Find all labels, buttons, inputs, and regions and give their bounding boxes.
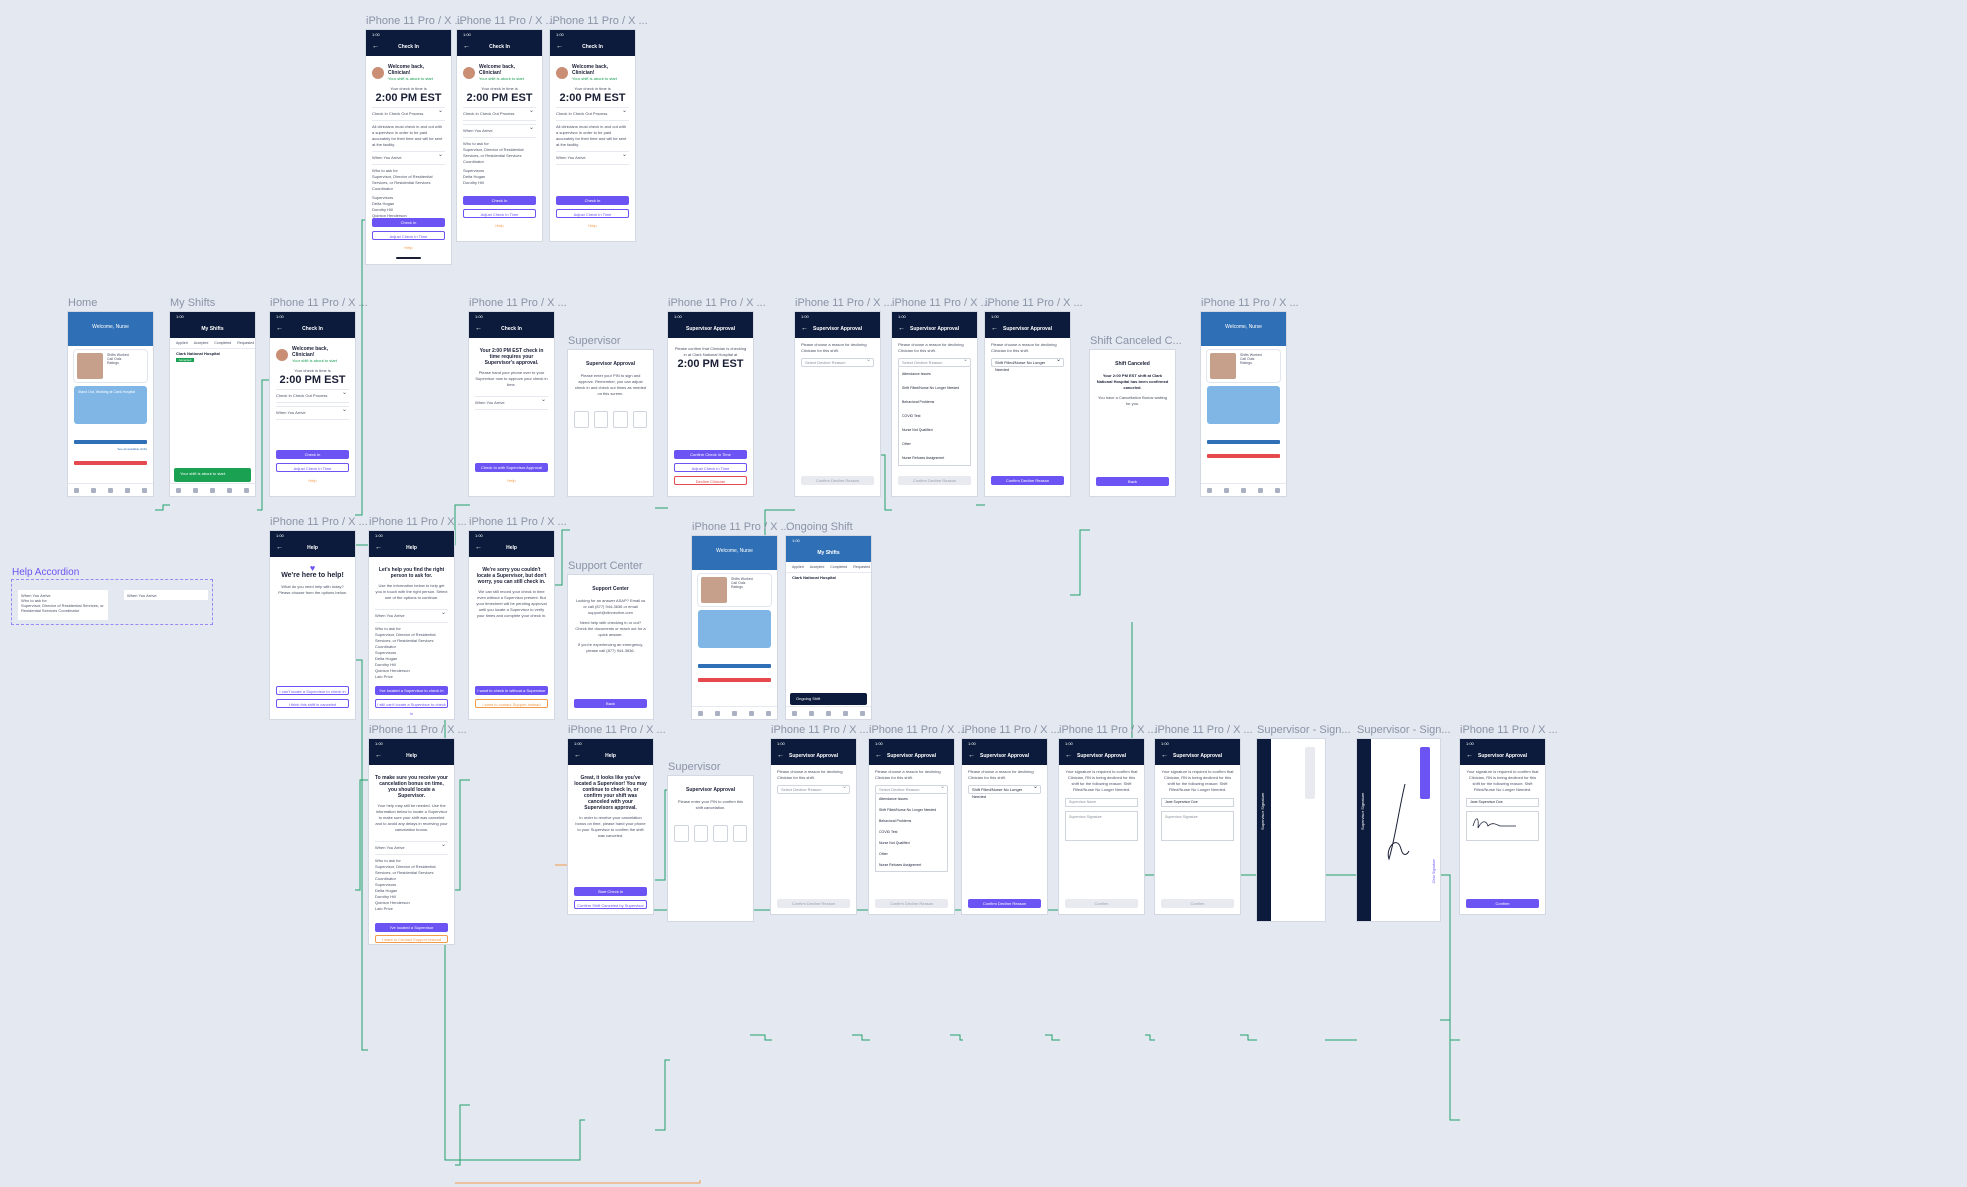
frame-supervisor-pin: Supervisor Supervisor Approval Please en… xyxy=(568,335,653,496)
frame-signature-complete: iPhone 11 Pro / X ... 1:00←Supervisor Ap… xyxy=(1460,724,1558,914)
accordion-process[interactable]: Check In Check Out Process xyxy=(372,107,445,121)
frame-help-2: iPhone 11 Pro / X ... 1:00←Help Let's he… xyxy=(369,516,467,719)
frame-checkin-expanded: iPhone 11 Pro / X ... 1:00←Check In Welc… xyxy=(366,15,464,264)
accordion-expanded[interactable]: When You Arrive Who to ask for Superviso… xyxy=(18,590,108,620)
frame-help-3: iPhone 11 Pro / X ... 1:00←Help We're so… xyxy=(469,516,567,719)
promo-banner[interactable]: Stand Out, Working at Clark Hospital xyxy=(74,386,147,424)
check-in-button[interactable]: Check In xyxy=(372,218,445,227)
decline-button[interactable]: Decline Clinician xyxy=(674,476,747,485)
frame-decline-open-2: iPhone 11 Pro / X ... 1:00←Supervisor Ap… xyxy=(869,724,967,914)
ongoing-shift-toast[interactable]: Ongoing Shift xyxy=(790,693,867,705)
decline-reason-select[interactable]: Select Decline Reason xyxy=(801,357,874,367)
signature-pad[interactable]: Supervisor Signature xyxy=(1065,811,1138,841)
frame-checkin-arrive: iPhone 11 Pro / X ... 1:00←Check In Welc… xyxy=(550,15,648,241)
help-link[interactable]: Help xyxy=(404,245,413,250)
signature-stroke xyxy=(1387,783,1410,861)
checkin-supervisor-button[interactable]: Check In with Supervisor Approval xyxy=(475,463,548,472)
help-accordion-title: Help Accordion xyxy=(12,567,80,578)
adjust-time-button[interactable]: Adjust Check In Time xyxy=(372,231,445,240)
back-button[interactable]: Back xyxy=(1096,477,1169,486)
avatar xyxy=(372,67,384,79)
supervisor-name-input[interactable]: Supervisor Name xyxy=(1065,798,1138,807)
frame-decline-selected: iPhone 11 Pro / X ... 1:00←Supervisor Ap… xyxy=(985,297,1083,496)
confirm-decline-button[interactable]: Confirm Decline Reason xyxy=(991,476,1064,485)
accept-signature-button[interactable] xyxy=(1305,747,1315,799)
shift-start-toast[interactable]: Your shift is about to start. xyxy=(174,468,251,482)
frame-decline-selected-2: iPhone 11 Pro / X ... 1:00←Supervisor Ap… xyxy=(962,724,1060,914)
frame-signature-landscape-empty: Supervisor - Sign... Supervisor Signatur… xyxy=(1257,724,1351,921)
heart-icon: ♥ xyxy=(309,563,316,573)
frame-help-5: iPhone 11 Pro / X ... 1:00←Help Great, i… xyxy=(568,724,666,914)
accordion-collapsed[interactable]: When You Arrive xyxy=(124,590,208,600)
confirm-signature-button[interactable]: Confirm xyxy=(1466,899,1539,908)
frame-signature-named: iPhone 11 Pro / X ... 1:00←Supervisor Ap… xyxy=(1155,724,1253,914)
frame-supervisor-pin-cancel: Supervisor Supervisor Approval Please en… xyxy=(668,761,753,921)
frame-signature-empty: iPhone 11 Pro / X ... 1:00←Supervisor Ap… xyxy=(1059,724,1157,914)
frame-help-4: iPhone 11 Pro / X ... 1:00←Help To make … xyxy=(369,724,467,944)
accordion-arrive[interactable]: When You Arrive xyxy=(372,151,445,165)
help-accordion-component: Help Accordion When You Arrive Who to as… xyxy=(11,567,213,625)
tab-bar xyxy=(68,483,153,496)
frame-home-end: iPhone 11 Pro / X ... Welcome, Nurse Shi… xyxy=(1201,297,1299,496)
frame-checkin-process: iPhone 11 Pro / X ... 1:00←Check In Welc… xyxy=(457,15,555,241)
decline-reason-list: Attendance Issues Shift Filled/Nurse No … xyxy=(898,367,971,466)
signature-preview xyxy=(1472,818,1516,829)
frame-home-ongoing: iPhone 11 Pro / X ... Welcome, Nurse Shi… xyxy=(692,521,790,719)
pin-input[interactable] xyxy=(574,411,647,428)
frame-support-center: Support Center Support Center Looking fo… xyxy=(568,560,653,719)
frame-decline-open: iPhone 11 Pro / X ... 1:00←Supervisor Ap… xyxy=(892,297,990,496)
back-arrow-icon[interactable]: ← xyxy=(372,43,379,50)
frame-supervisor-required: iPhone 11 Pro / X ... 1:00←Check In Your… xyxy=(469,297,567,496)
frame-signature-landscape-signed: Supervisor - Sign... Supervisor Signatur… xyxy=(1357,724,1451,921)
nurse-photo xyxy=(77,353,103,379)
home-welcome: Welcome, Nurse xyxy=(92,324,129,330)
frame-decline-select: iPhone 11 Pro / X ... 1:00←Supervisor Ap… xyxy=(795,297,893,496)
confirm-time-button[interactable]: Confirm Check In Time xyxy=(674,450,747,459)
frame-help-1: iPhone 11 Pro / X ... 1:00←Help ♥ We're … xyxy=(270,516,368,719)
clear-signature-link[interactable]: Clear Signature xyxy=(1432,859,1436,884)
frame-decline-select-2: iPhone 11 Pro / X ... 1:00←Supervisor Ap… xyxy=(771,724,869,914)
accept-signature-button[interactable] xyxy=(1420,747,1430,799)
frame-checkin-main: iPhone 11 Pro / X ... 1:00←Check In Welc… xyxy=(270,297,368,496)
frame-shift-canceled: Shift Canceled C... Shift Canceled Your … xyxy=(1090,335,1182,496)
